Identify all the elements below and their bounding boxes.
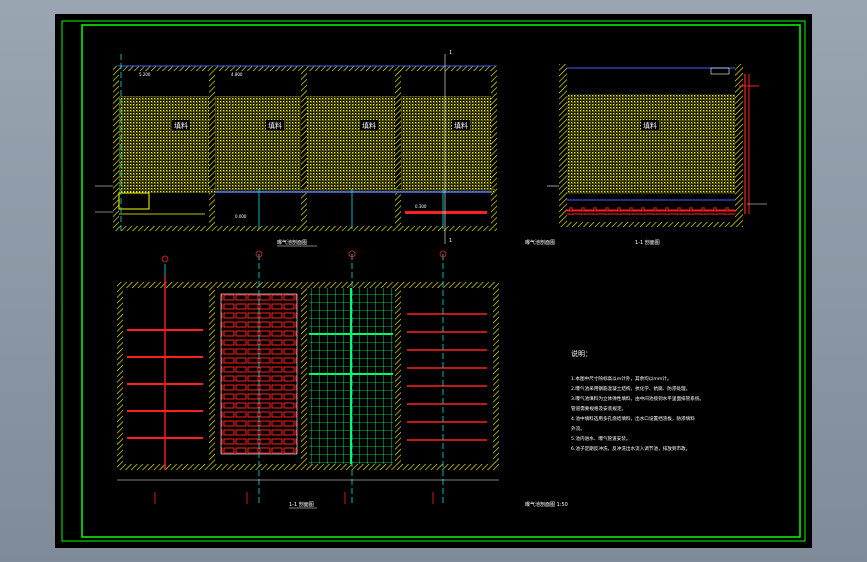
fill-label: 填料 bbox=[362, 121, 376, 130]
fill-label: 填料 bbox=[454, 121, 468, 130]
elevation-label: 4.800 bbox=[231, 72, 243, 77]
top-right-title-a: 曝气池剖面图 bbox=[525, 239, 555, 246]
bottom-right-title: 曝气池剖面图 1:50 bbox=[525, 501, 568, 508]
elevation-label: 5.200 bbox=[139, 72, 151, 77]
note-line: 2.曝气池采用钢筋混凝土结构，抗化学、抗腐、防渗处理。 bbox=[571, 385, 690, 392]
bottom-left-title: 1-1 剖面图 bbox=[289, 501, 314, 508]
top-left-title: 曝气池剖面图 bbox=[277, 239, 307, 246]
note-line: 管道需要规格及安装规定。 bbox=[571, 405, 626, 412]
top-right-section: 填料 曝气池剖面图 1-1 剖面图 bbox=[525, 64, 767, 246]
design-notes: 说明： 1.本图中尺寸除标高以m计外，其余均以mm计。 2.曝气池采用钢筋混凝土… bbox=[525, 349, 704, 508]
right-fill-label: 填料 bbox=[643, 121, 657, 130]
drawing-sheet: 5.200 4.800 0.300 0.000 填料 填料 填料 填料 1 1 … bbox=[55, 14, 812, 548]
notes-heading: 说明： bbox=[571, 349, 592, 358]
note-line: 4.池中填料选用多孔烧结填料，出水口设置挡渣板，防渗填料 bbox=[571, 415, 695, 422]
fill-label: 填料 bbox=[268, 121, 282, 130]
elevation-label: 0.000 bbox=[235, 214, 247, 219]
note-line: 6.池子定期反冲洗，反冲洗出水流入调节池，排放到市政。 bbox=[571, 445, 690, 452]
top-right-title-b: 1-1 剖面图 bbox=[635, 239, 660, 246]
note-line: 3.曝气池填料为立体弹性填料，由中间池接到水平里面排管系统。 bbox=[571, 395, 704, 402]
elevation-label: 0.300 bbox=[415, 204, 427, 209]
note-line: 外流。 bbox=[571, 425, 585, 432]
outer-frame bbox=[61, 20, 806, 542]
note-line: 5.池内进水、曝气管道安装。 bbox=[571, 435, 631, 442]
inner-frame bbox=[81, 24, 801, 538]
cad-drawing: 5.200 4.800 0.300 0.000 填料 填料 填料 填料 1 1 … bbox=[61, 20, 806, 542]
axis-marker: 1 bbox=[449, 238, 452, 244]
note-line: 1.本图中尺寸除标高以m计外，其余均以mm计。 bbox=[571, 375, 672, 382]
fill-label: 填料 bbox=[174, 121, 188, 130]
axis-marker: 1 bbox=[449, 50, 452, 56]
top-left-section: 5.200 4.800 0.300 0.000 填料 填料 填料 填料 1 1 … bbox=[95, 50, 497, 247]
bottom-left-plan: 1-1 剖面图 bbox=[117, 250, 499, 509]
